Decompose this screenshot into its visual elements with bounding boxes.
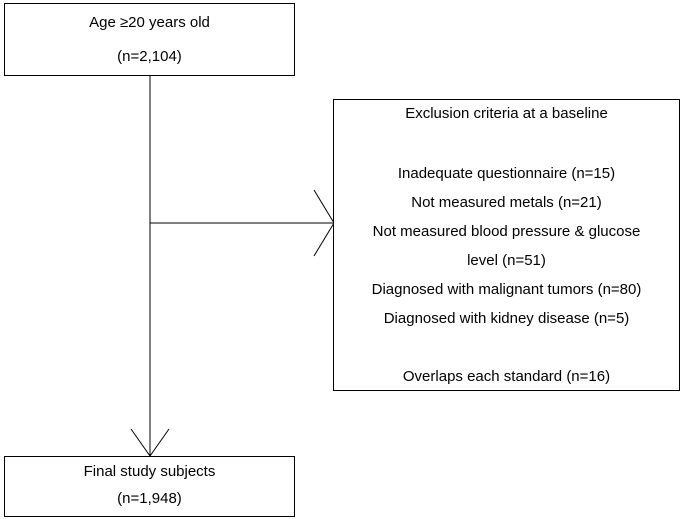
final-subjects-box: Final study subjects (n=1,948) [4, 456, 295, 517]
exclusion-item: Not measured metals (n=21) [411, 194, 602, 211]
overlap-note: Overlaps each standard (n=16) [402, 368, 611, 385]
eligibility-criterion: Age ≥20 years old [89, 14, 210, 31]
exclusion-item: level (n=51) [467, 252, 546, 269]
exclusion-item: Not measured blood pressure & glucose [372, 223, 641, 240]
eligible-population-box: Age ≥20 years old (n=2,104) [4, 3, 295, 76]
final-subjects-label: Final study subjects [83, 463, 216, 480]
exclusion-item: Diagnosed with malignant tumors (n=80) [371, 281, 642, 298]
exclusion-item: Inadequate questionnaire (n=15) [397, 165, 616, 182]
exclusion-title: Exclusion criteria at a baseline [405, 105, 608, 122]
final-subjects-count: (n=1,948) [117, 490, 182, 507]
exclusion-criteria-box: Exclusion criteria at a baseline Inadequ… [333, 99, 680, 391]
eligible-count: (n=2,104) [117, 48, 182, 65]
exclusion-item: Diagnosed with kidney disease (n=5) [383, 310, 630, 327]
